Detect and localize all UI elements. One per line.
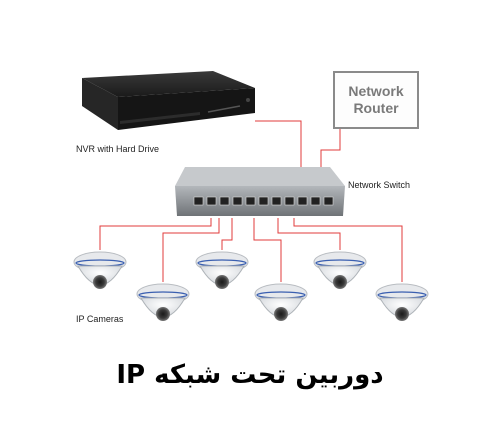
cable-cam-5 bbox=[277, 218, 341, 250]
caption-title: دوربین تحت شبکه IP bbox=[116, 360, 384, 390]
switch-label: Network Switch bbox=[348, 180, 411, 190]
ip-camera-2 bbox=[136, 283, 190, 321]
cable-cam-6 bbox=[293, 218, 403, 282]
nvr-device bbox=[82, 71, 255, 130]
ip-camera-5 bbox=[313, 251, 367, 289]
cable-cam-1 bbox=[99, 218, 212, 250]
nvr-label: NVR with Hard Drive bbox=[76, 144, 160, 154]
router-label: Network Router bbox=[348, 83, 404, 116]
switch-ports bbox=[193, 196, 334, 206]
cable-cam-4 bbox=[253, 218, 282, 282]
cable-cam-3 bbox=[221, 218, 233, 250]
ip-camera-3 bbox=[195, 251, 249, 289]
cable-cam-2 bbox=[162, 218, 220, 282]
ip-camera-4 bbox=[254, 283, 308, 321]
ip-camera-6 bbox=[375, 283, 429, 321]
cameras-label: IP Cameras bbox=[76, 314, 124, 324]
network-router-box: Network Router bbox=[333, 71, 419, 129]
network-switch bbox=[175, 167, 345, 216]
ip-camera-1 bbox=[73, 251, 127, 289]
